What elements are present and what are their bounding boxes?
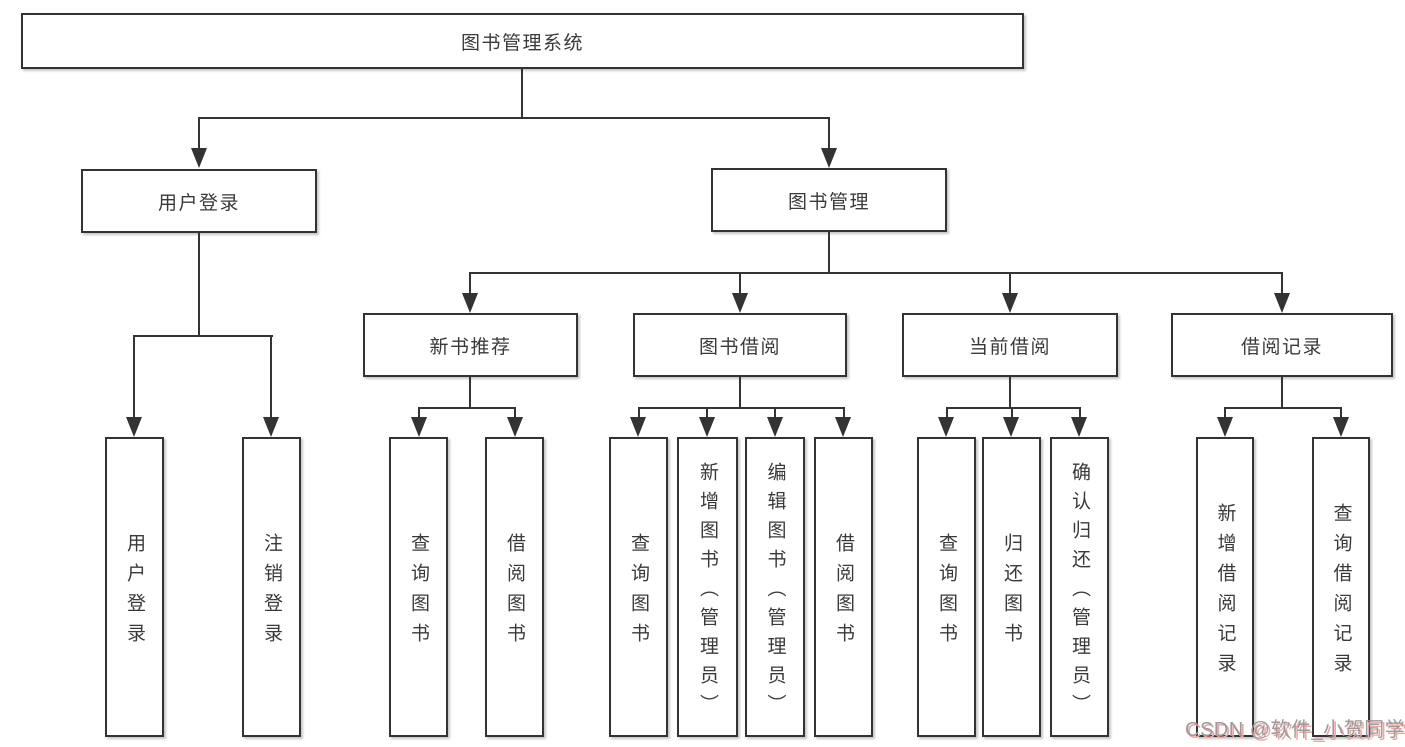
- connector-line: [418, 407, 420, 419]
- arrow-down-icon: [126, 417, 142, 437]
- node-label: 查询图书: [936, 532, 957, 653]
- connector-line: [828, 117, 830, 150]
- node-label: 图书借阅: [698, 336, 781, 358]
- node-label: 图书管理: [787, 191, 870, 213]
- node-label: 查询图书: [628, 532, 649, 653]
- arrow-down-icon: [1071, 417, 1087, 437]
- connector-line: [133, 335, 135, 419]
- arrow-down-icon: [938, 417, 954, 437]
- node-label: 借阅记录: [1240, 336, 1323, 358]
- arrow-down-icon: [732, 293, 748, 313]
- node-label: 查询借阅记录: [1330, 502, 1352, 683]
- leaf-borrow-query-books: 查询图书: [609, 437, 668, 737]
- connector-line: [469, 272, 471, 295]
- leaf-borrow-add-books-admin: 新增图书（管理员）: [677, 437, 738, 737]
- arrow-down-icon: [1333, 417, 1349, 437]
- connector-line: [946, 407, 948, 419]
- node-label: 新增图书（管理员）: [697, 461, 718, 723]
- node-label: 当前借阅: [968, 336, 1051, 358]
- node-user-login: 用户登录: [81, 169, 317, 233]
- node-label: 图书管理系统: [460, 32, 584, 54]
- node-label: 查询图书: [408, 532, 429, 653]
- connector-line: [198, 117, 200, 150]
- connector-line: [521, 69, 523, 119]
- node-label: 注销登录: [261, 532, 282, 653]
- connector-line: [469, 377, 471, 409]
- connector-line: [638, 407, 845, 409]
- arrow-down-icon: [699, 417, 715, 437]
- leaf-current-query-books: 查询图书: [917, 437, 976, 737]
- node-new-book-recommend: 新书推荐: [363, 313, 578, 377]
- node-current-borrow: 当前借阅: [902, 313, 1118, 377]
- arrow-down-icon: [411, 417, 427, 437]
- watermark: CSDN @软件_小贺同学: [1185, 719, 1405, 741]
- node-book-borrow: 图书借阅: [633, 313, 847, 377]
- node-book-management: 图书管理: [711, 168, 947, 232]
- arrow-down-icon: [507, 417, 523, 437]
- node-label: 编辑图书（管理员）: [764, 461, 786, 723]
- arrow-down-icon: [630, 417, 646, 437]
- connector-line: [1281, 272, 1283, 295]
- connector-line: [706, 407, 708, 419]
- leaf-recommend-query-books: 查询图书: [389, 437, 448, 737]
- node-label: 借阅图书: [504, 532, 525, 653]
- arrow-down-icon: [1217, 417, 1233, 437]
- connector-line: [1224, 407, 1226, 419]
- connector-line: [514, 407, 516, 419]
- node-label: 归还图书: [1001, 532, 1022, 653]
- arrow-down-icon: [1274, 293, 1290, 313]
- arrow-down-icon: [821, 148, 837, 168]
- node-label: 新增借阅记录: [1214, 502, 1236, 683]
- node-library-system: 图书管理系统: [21, 13, 1024, 69]
- connector-line: [270, 335, 272, 419]
- connector-line: [828, 232, 830, 274]
- connector-line: [946, 407, 1080, 409]
- connector-line: [1281, 377, 1283, 409]
- connector-line: [774, 407, 776, 419]
- leaf-records-query-record: 查询借阅记录: [1312, 437, 1370, 737]
- leaf-user-login: 用户登录: [105, 437, 164, 737]
- leaf-recommend-borrow-books: 借阅图书: [485, 437, 544, 737]
- arrow-down-icon: [835, 417, 851, 437]
- arrow-down-icon: [191, 148, 207, 168]
- connector-line: [638, 407, 640, 419]
- connector-line: [1225, 407, 1342, 409]
- node-label: 用户登录: [157, 192, 240, 214]
- arrow-down-icon: [462, 293, 478, 313]
- connector-line: [739, 272, 741, 295]
- connector-line: [469, 272, 1283, 274]
- connector-line: [418, 407, 516, 409]
- leaf-logout: 注销登录: [242, 437, 301, 737]
- leaf-current-confirm-return-admin: 确认归还（管理员）: [1050, 437, 1109, 737]
- connector-line: [1340, 407, 1342, 419]
- leaf-current-return-books: 归还图书: [982, 437, 1041, 737]
- connector-line: [198, 117, 830, 119]
- arrow-down-icon: [1003, 417, 1019, 437]
- arrow-down-icon: [767, 417, 783, 437]
- node-label: 借阅图书: [833, 532, 854, 653]
- arrow-down-icon: [1002, 293, 1018, 313]
- arrow-down-icon: [263, 417, 279, 437]
- connector-line: [1011, 407, 1013, 419]
- connector-line: [843, 407, 845, 419]
- node-label: 确认归还（管理员）: [1069, 461, 1090, 723]
- connector-line: [739, 377, 741, 409]
- leaf-borrow-edit-books-admin: 编辑图书（管理员）: [745, 437, 805, 737]
- connector-line: [1009, 272, 1011, 295]
- leaf-records-add-record: 新增借阅记录: [1196, 437, 1254, 737]
- leaf-borrow-borrow-books: 借阅图书: [814, 437, 873, 737]
- connector-line: [1009, 377, 1011, 409]
- connector-line: [133, 335, 273, 337]
- connector-line: [1079, 407, 1081, 419]
- connector-line: [198, 233, 200, 337]
- node-borrow-records: 借阅记录: [1171, 313, 1393, 377]
- node-label: 用户登录: [124, 532, 145, 653]
- node-label: 新书推荐: [429, 336, 512, 358]
